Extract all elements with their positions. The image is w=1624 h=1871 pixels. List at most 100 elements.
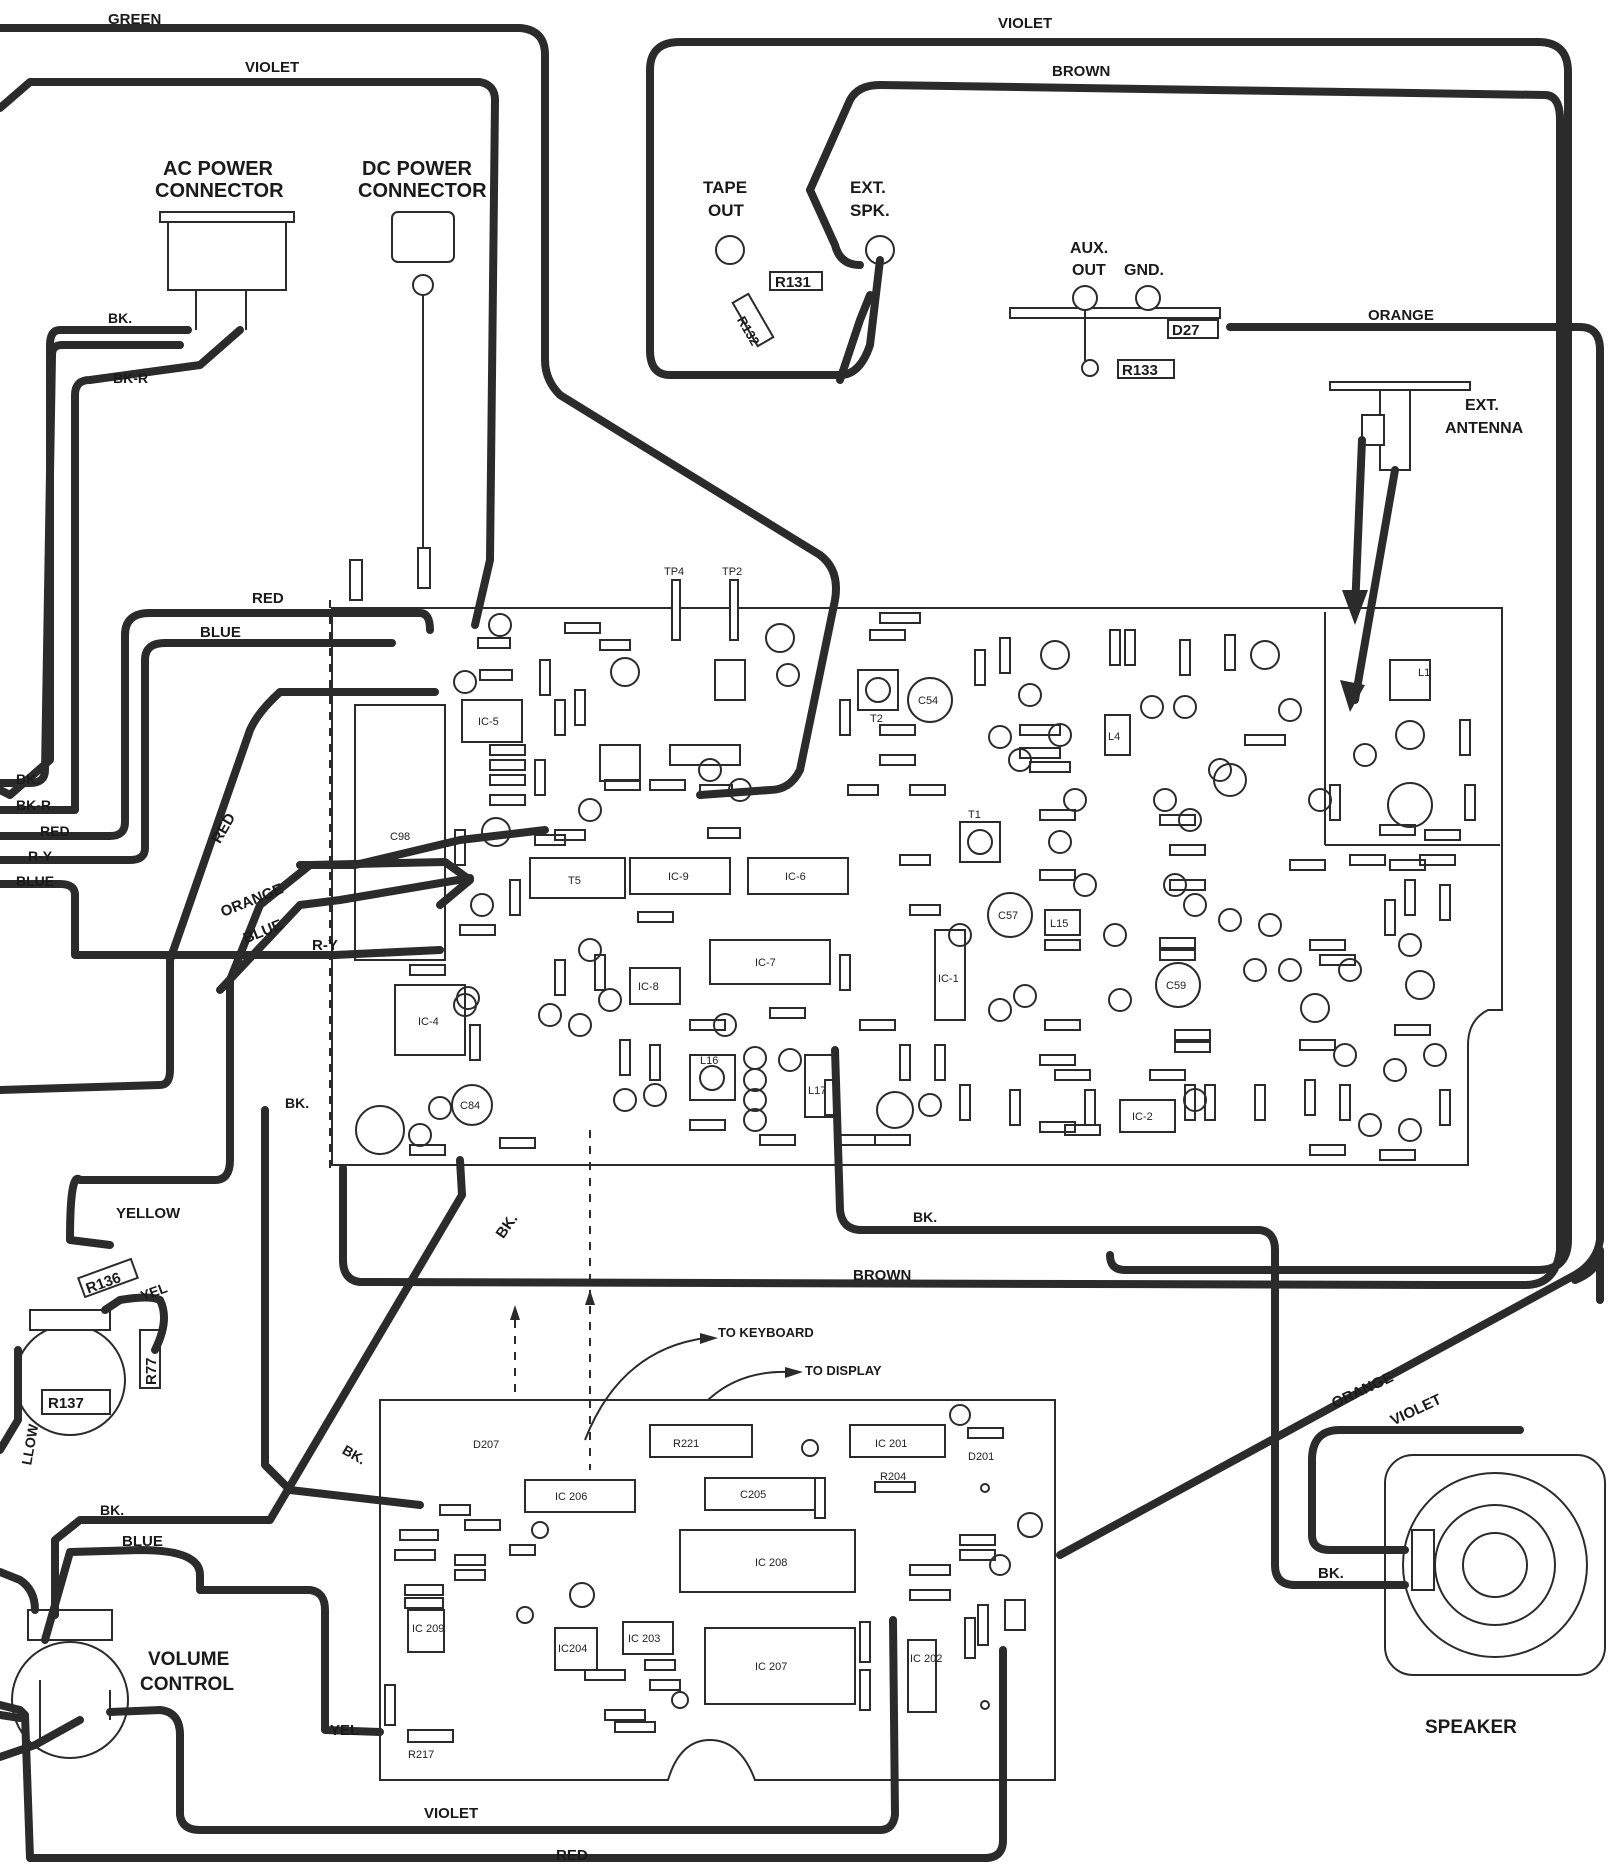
ic8-label: IC-8 (638, 981, 659, 993)
ic7-label: IC-7 (755, 957, 776, 969)
ext-antenna-label-1: EXT. (1465, 397, 1499, 414)
r217-resistor (407, 1729, 454, 1743)
ic206-chip (524, 1479, 636, 1513)
aux-bracket (1009, 307, 1221, 319)
tp4-resistor (671, 579, 681, 641)
t1-coil (959, 821, 1001, 863)
r131-resistor (769, 271, 823, 291)
l4-coil (1104, 714, 1131, 756)
c57-capacitor (987, 892, 1033, 938)
ic207-label: IC 207 (755, 1661, 787, 1673)
wire-label-yellow: YELLOW (116, 1205, 181, 1222)
ac-power-label-2: CONNECTOR (155, 180, 284, 202)
ic201-label: IC 201 (875, 1438, 907, 1450)
ic208-chip (679, 1529, 856, 1593)
r137-label: R137 (48, 1395, 84, 1412)
ic203-chip (622, 1621, 674, 1655)
ac-connector-lip (159, 211, 295, 223)
wire-label-bk-mid: BK. (913, 1209, 937, 1225)
r14-pot (876, 1091, 914, 1129)
t4-coil (610, 657, 640, 687)
l1-coil (1389, 659, 1431, 701)
ic201-chip (849, 1424, 946, 1458)
keyboard-pointer (584, 1337, 706, 1441)
l17-coil (804, 1054, 836, 1118)
wire-label-yellow-partial: LLOW (18, 1422, 41, 1466)
speaker-dustcap (1462, 1532, 1528, 1598)
wire-label-violet-top: VIOLET (245, 59, 299, 76)
r204-resistor (874, 1481, 916, 1493)
ic202-label: IC 202 (910, 1653, 942, 1665)
wire-label-red-diag: RED (209, 810, 240, 846)
tape-out-label-1: TAPE (703, 178, 747, 197)
l16-coil (689, 1054, 736, 1101)
d207-label: D207 (473, 1439, 499, 1451)
wire-label-violet-right: VIOLET (998, 15, 1052, 32)
l15-coil (1044, 909, 1081, 936)
speaker-label: SPEAKER (1425, 1717, 1517, 1738)
dc-power-label-2: CONNECTOR (358, 180, 487, 202)
ac-power-connector (167, 211, 287, 291)
ic203-label: IC 203 (628, 1633, 660, 1645)
r136-resistor (76, 1257, 140, 1299)
display-pointer (707, 1370, 791, 1401)
wire-label-brown-top: BROWN (1052, 63, 1110, 80)
ac-power-label-1: AC POWER (163, 158, 274, 180)
ic7-chip (709, 939, 831, 985)
ic209-label: IC 209 (412, 1623, 444, 1635)
ic9-chip (629, 857, 731, 895)
tp2-resistor (729, 579, 739, 641)
r221-block (649, 1424, 753, 1458)
t5-transformer (529, 857, 626, 899)
tape-out-jack (715, 235, 745, 265)
cf-filter (765, 623, 795, 653)
ic202-chip (907, 1639, 937, 1713)
c98-label: C98 (390, 831, 410, 843)
t5-label: T5 (568, 875, 581, 887)
tone-pot (14, 1324, 126, 1436)
rf-jack (1395, 720, 1425, 750)
wire-label-red-bottom: RED (556, 1847, 588, 1864)
l8-coil-round (1387, 782, 1433, 828)
antenna-tab (1361, 414, 1385, 446)
c84-capacitor (451, 1084, 493, 1126)
c59-capacitor (1155, 962, 1201, 1008)
gnd-label: GND. (1124, 262, 1164, 279)
d27-label: D27 (1172, 322, 1200, 339)
c59-label: C59 (1166, 980, 1186, 992)
ic5-label: IC-5 (478, 716, 499, 728)
ext-antenna-label-2: ANTENNA (1445, 420, 1524, 437)
r204-label: R204 (880, 1471, 906, 1483)
ic2-chip (1119, 1099, 1176, 1133)
aux-out-jack (1072, 285, 1098, 311)
r217-label: R217 (408, 1749, 434, 1761)
wire-label-yel-bottom: YEL (330, 1722, 359, 1739)
c81-capacitor (355, 1105, 405, 1155)
c54-capacitor (907, 677, 953, 723)
ext-spk-label-2: SPK. (850, 201, 890, 220)
ic209-chip (407, 1609, 445, 1653)
ic6-chip (747, 857, 849, 895)
wire-label-bk-left: BK. (16, 771, 40, 787)
wire-label-bk-vol: BK. (100, 1502, 124, 1518)
c205-block (704, 1477, 816, 1511)
r133-resistor (1117, 359, 1175, 379)
l16-label: L16 (700, 1055, 718, 1067)
c84-label: C84 (460, 1100, 480, 1112)
ext-spk-label-1: EXT. (850, 178, 886, 197)
wire-label-ry-left: R-Y (28, 848, 53, 864)
d201-label: D201 (968, 1451, 994, 1463)
l1-label: L1 (1418, 667, 1430, 679)
wire-label-ry-board: R-Y (312, 937, 338, 954)
r133-label: R133 (1122, 362, 1158, 379)
wire-label-red-left: RED (40, 823, 70, 839)
t1-label: T1 (968, 809, 981, 821)
wire-label-blue-left: BLUE (16, 873, 54, 889)
speaker-terminals (1411, 1529, 1435, 1591)
to-display-label: TO DISPLAY (805, 1363, 882, 1378)
wire-label-brown-bottom: BROWN (853, 1267, 911, 1284)
dc-power-connector (391, 211, 455, 263)
r77-label: R77 (143, 1357, 160, 1385)
wire-label-bk-ac: BK. (108, 310, 132, 326)
l15-label: L15 (1050, 918, 1068, 930)
